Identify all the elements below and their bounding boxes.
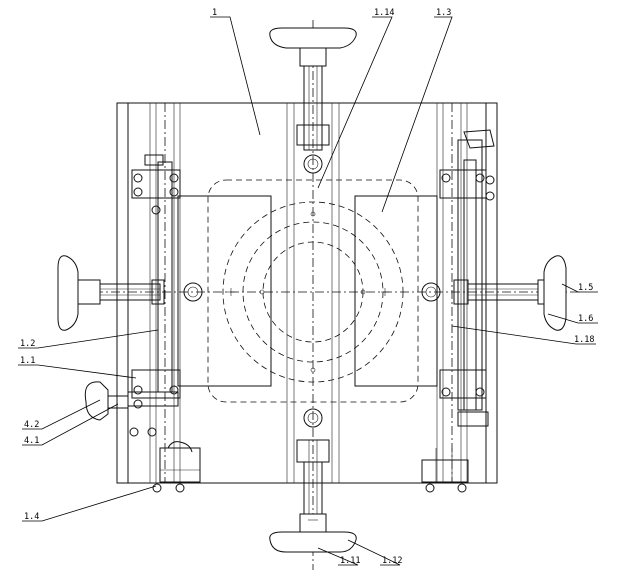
right-jaw-block (354, 195, 438, 387)
bottom-left-assembly (84, 381, 201, 493)
label-4-2: 4.2 (24, 420, 39, 430)
leader-lines (18, 16, 598, 566)
left-jaw-block (177, 195, 272, 387)
label-1: 1 (212, 8, 217, 18)
rail-lines (149, 20, 468, 570)
base-plate (116, 102, 498, 484)
label-4-1: 4.1 (24, 436, 39, 446)
bottom-clamp (269, 408, 357, 553)
left-clamp (57, 255, 203, 331)
label-1-11: 1.11 (340, 556, 360, 566)
label-1-1: 1.1 (20, 356, 35, 366)
label-1-4: 1.4 (24, 512, 39, 522)
label-1-2: 1.2 (20, 339, 35, 349)
label-1-14: 1.14 (374, 8, 394, 18)
label-1-3: 1.3 (436, 8, 451, 18)
label-1-18: 1.18 (574, 335, 594, 345)
right-guide (439, 129, 495, 427)
bottom-right-assembly (421, 448, 469, 493)
label-1-6: 1.6 (578, 314, 593, 324)
label-1-12: 1.12 (382, 556, 402, 566)
left-guide (129, 154, 181, 437)
top-clamp (269, 27, 357, 174)
right-clamp (421, 255, 567, 331)
center-marks (227, 211, 389, 373)
label-1-5: 1.5 (578, 283, 593, 293)
